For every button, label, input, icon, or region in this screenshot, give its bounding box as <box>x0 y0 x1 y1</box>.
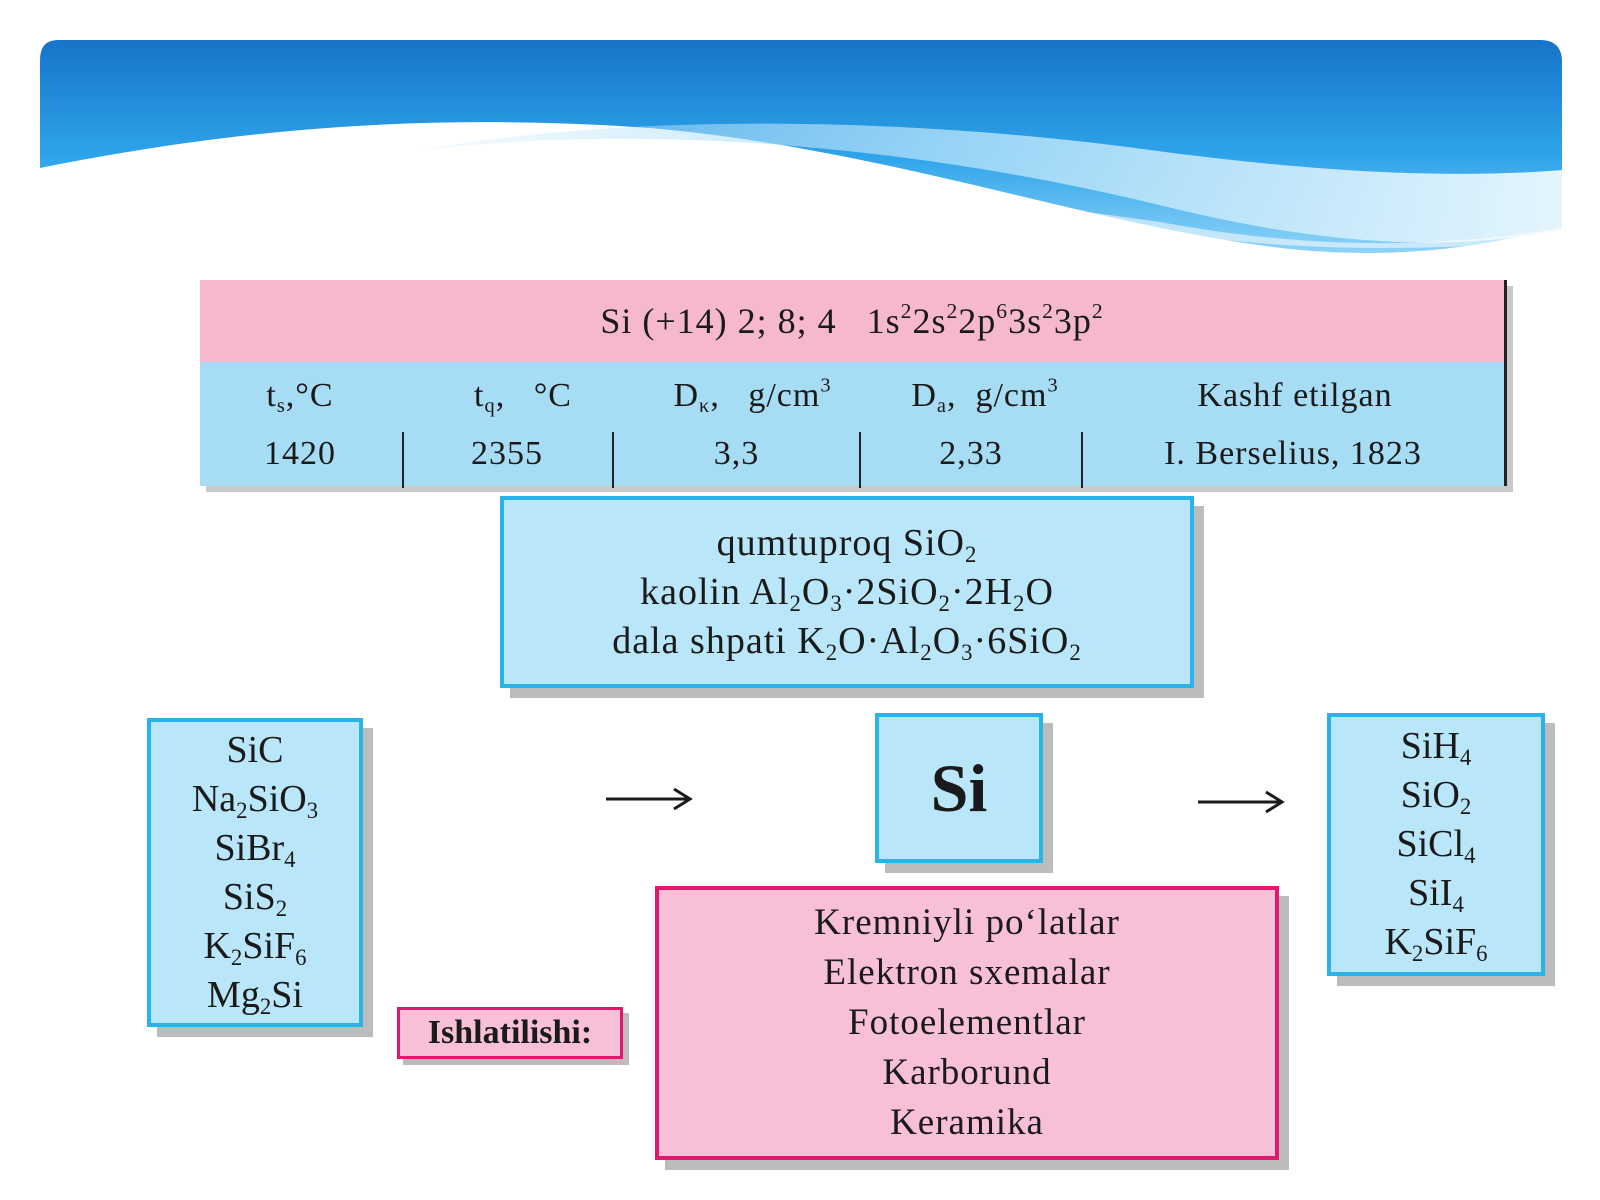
col-boiling-point: tq, °C <box>474 377 572 418</box>
right-compounds-box: SiH4 SiO2 SiCl4 SiI4 K2SiF6 <box>1327 713 1545 976</box>
value-density-crystal: 3,3 <box>713 435 760 472</box>
properties-body: ts,°C tq, °C Dκ, g/cm3 Da, g/cm3 Kashf e… <box>200 362 1504 488</box>
use-item: Karborund <box>882 1052 1052 1093</box>
usage-label-text: Ishlatilishi: <box>427 1014 593 1051</box>
col-density-amorphous: Da, g/cm3 <box>911 374 1059 418</box>
wave-banner <box>40 40 1562 253</box>
compound-item: SiC <box>226 728 284 771</box>
usage-label: Ishlatilishi: <box>397 1007 623 1059</box>
col-melting-point: ts,°C <box>266 377 334 418</box>
compound-item: SiI4 <box>1408 872 1464 917</box>
properties-table: Si (+14) 2; 8; 4 1s22s22p63s23p2 ts,°C t… <box>200 280 1507 488</box>
compound-item: K2SiF6 <box>1384 921 1488 966</box>
compound-item: Na2SiO3 <box>191 777 319 823</box>
electron-configuration: Si (+14) 2; 8; 4 1s22s22p63s23p2 <box>200 280 1504 362</box>
source-item: dala shpati K2O·Al2O3·6SiO2 <box>612 619 1082 665</box>
element-symbol: Si <box>930 749 988 826</box>
col-density-crystal: Dκ, g/cm3 <box>673 374 832 418</box>
compound-item: SiCl4 <box>1396 823 1476 868</box>
use-item: Kremniyli po‘latlar <box>814 902 1120 943</box>
value-density-amorphous: 2,33 <box>939 435 1003 472</box>
source-item: kaolin Al2O3·2SiO2·2H2O <box>640 570 1054 616</box>
use-item: Fotoelementlar <box>848 1002 1086 1043</box>
col-discovered: Kashf etilgan <box>1197 377 1393 414</box>
value-discovered: I. Berselius, 1823 <box>1164 435 1422 472</box>
natural-sources-box: qumtuproq SiO2 kaolin Al2O3·2SiO2·2H2O d… <box>500 496 1194 688</box>
use-item: Elektron sxemalar <box>823 952 1111 993</box>
arrow-right-icon <box>1198 790 1285 814</box>
divider <box>859 432 861 488</box>
value-boiling-point: 2355 <box>471 435 543 472</box>
divider <box>1081 432 1083 488</box>
compound-item: SiS2 <box>222 875 288 921</box>
arrow-right-icon <box>606 787 693 811</box>
compound-item: SiO2 <box>1400 774 1472 819</box>
left-compounds-box: SiC Na2SiO3 SiBr4 SiS2 K2SiF6 Mg2Si <box>147 718 363 1027</box>
compound-item: Mg2Si <box>207 973 303 1019</box>
value-melting-point: 1420 <box>264 435 336 472</box>
compound-item: SiBr4 <box>214 826 296 872</box>
compound-item: K2SiF6 <box>203 924 307 970</box>
compound-item: SiH4 <box>1400 725 1472 770</box>
element-symbol-box: Si <box>875 713 1043 863</box>
source-item: qumtuproq SiO2 <box>716 521 978 567</box>
uses-box: Kremniyli po‘latlar Elektron sxemalar Fo… <box>655 886 1279 1160</box>
use-item: Keramika <box>890 1102 1044 1143</box>
divider <box>402 432 404 488</box>
divider <box>612 432 614 488</box>
